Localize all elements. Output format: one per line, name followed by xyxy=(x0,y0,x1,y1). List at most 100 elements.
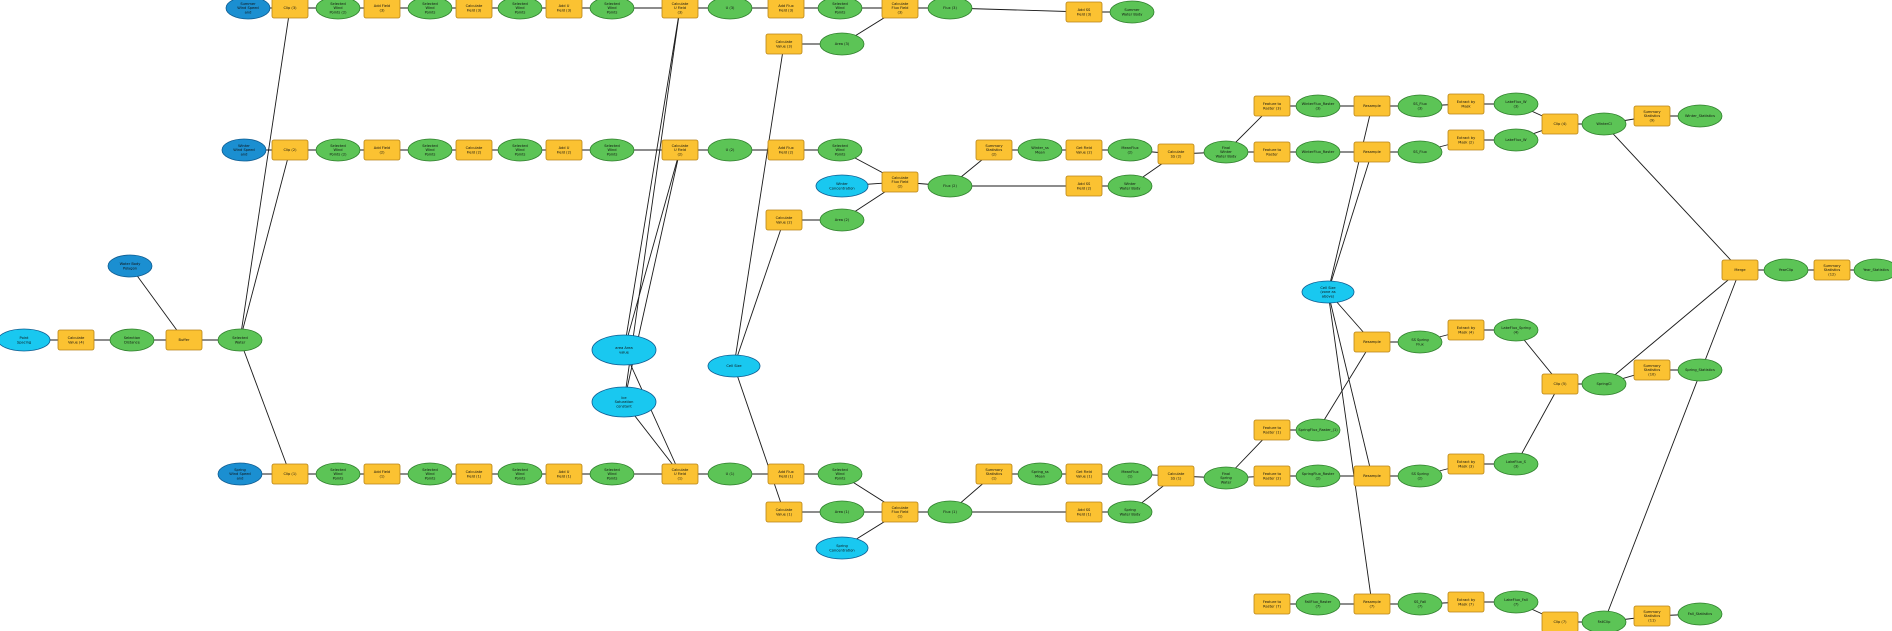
node-w16[interactable]: Flux (2) xyxy=(927,174,973,198)
node-s17[interactable]: Flux (1) xyxy=(927,500,973,524)
node-z10[interactable]: Fall_Statistics xyxy=(1677,602,1723,626)
node-z6[interactable]: LakeFlux_Fall(7) xyxy=(1493,590,1539,614)
node-clip1[interactable]: Clip (3) xyxy=(271,0,309,19)
node-q10[interactable]: SS Spring(2) xyxy=(1397,464,1443,488)
node-r4[interactable]: SS_Flux(3) xyxy=(1397,94,1443,118)
node-q3[interactable]: Resample xyxy=(1353,331,1391,353)
node-r13[interactable]: Clip (4) xyxy=(1541,113,1579,135)
node-w4[interactable]: Add Field(2) xyxy=(363,139,401,161)
node-s22[interactable]: MeanFlux(1) xyxy=(1107,462,1153,486)
node-q8[interactable]: SpringFlux_Raster(2) xyxy=(1295,464,1341,488)
node-s2[interactable]: Clip (1) xyxy=(271,463,309,485)
node-w2[interactable]: Clip (2) xyxy=(271,139,309,161)
node-t17[interactable]: Area (3) xyxy=(819,32,865,56)
node-m4[interactable]: Year_Statistics xyxy=(1853,258,1892,282)
node-q14[interactable]: SpringCl xyxy=(1581,372,1627,396)
node-c2[interactable]: Cell Size xyxy=(707,354,761,378)
node-w25[interactable]: Area (2) xyxy=(819,208,865,232)
node-t9[interactable]: U (3) xyxy=(707,0,753,20)
node-t13[interactable]: Flux (3) xyxy=(927,0,973,20)
node-r6[interactable]: LakeFlux_W(3) xyxy=(1493,92,1539,116)
node-w11[interactable]: U (2) xyxy=(707,138,753,162)
node-z3[interactable]: Resample(7) xyxy=(1353,593,1391,615)
node-z8[interactable]: FallClip xyxy=(1581,610,1627,631)
node-s4[interactable]: Add Field(1) xyxy=(363,463,401,485)
node-z4[interactable]: SS_Fall(7) xyxy=(1397,592,1443,616)
node-r3[interactable]: Resample xyxy=(1353,95,1391,117)
node-r2[interactable]: WinterFlux_Raster(3) xyxy=(1295,94,1341,118)
node-r8[interactable]: WinterFlux_Raster xyxy=(1295,140,1341,164)
node-z7[interactable]: Clip (7) xyxy=(1541,611,1579,631)
node-m1[interactable]: Merge xyxy=(1721,259,1759,281)
node-t2[interactable]: Add Field(3) xyxy=(363,0,401,19)
node-r10[interactable]: SS_Flux xyxy=(1397,140,1443,164)
node-z2[interactable]: FallFlux_Raster(7) xyxy=(1295,592,1341,616)
node-r16[interactable]: Winter_Statistics xyxy=(1677,104,1723,128)
node-r14[interactable]: WinterCl xyxy=(1581,112,1627,136)
node-q6[interactable]: LakeFlux_Spring(4) xyxy=(1493,318,1539,342)
node-p4[interactable]: Buffer xyxy=(165,329,203,351)
node-q9[interactable]: Resample xyxy=(1353,465,1391,487)
